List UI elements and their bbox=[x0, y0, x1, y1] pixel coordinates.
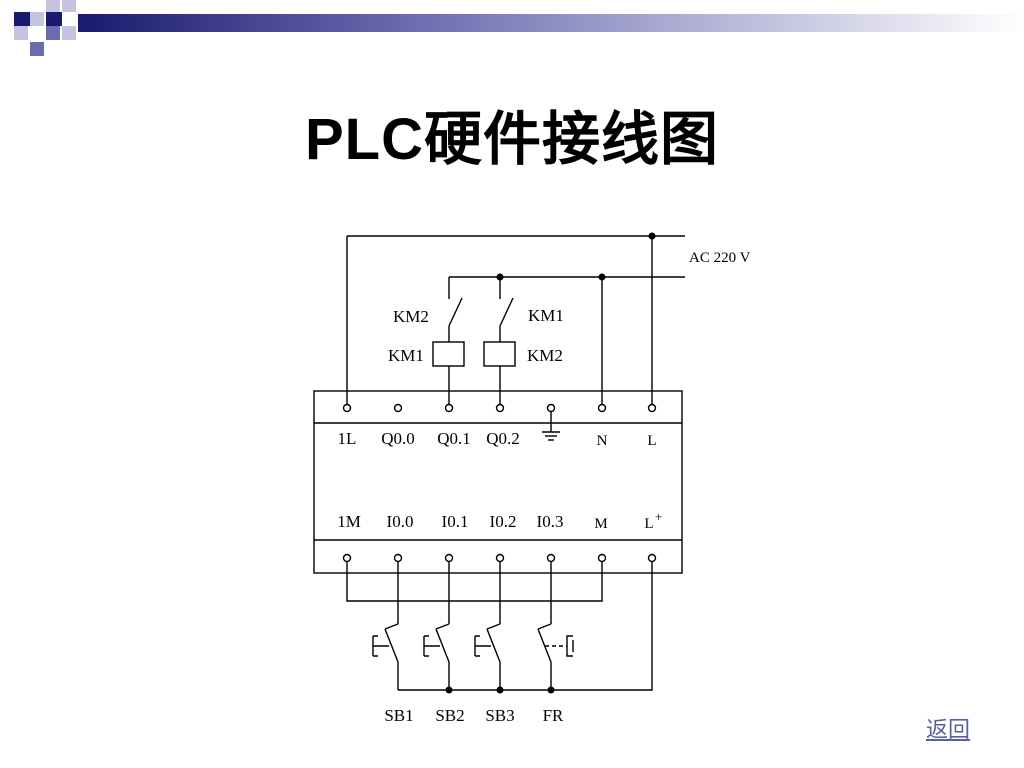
input-terminal-screw bbox=[647, 553, 657, 563]
supply-label: AC 220 V bbox=[689, 250, 751, 266]
pushbutton-sb1 bbox=[372, 623, 399, 663]
coil-km1 bbox=[432, 341, 465, 367]
back-link[interactable]: 返回 bbox=[926, 718, 971, 743]
input-terminal-label: I0.3 bbox=[537, 512, 564, 531]
input-terminal-label: I0.0 bbox=[387, 512, 414, 531]
input-terminal-screw bbox=[546, 553, 556, 563]
input-terminal-screw bbox=[393, 553, 403, 563]
junction-dot bbox=[648, 232, 656, 240]
output-terminal-label: N bbox=[597, 433, 608, 449]
output-terminal-label: L bbox=[647, 433, 656, 449]
wire-lplus bbox=[398, 558, 653, 691]
output-terminal-label: Q0.0 bbox=[381, 429, 415, 448]
coil-label-km2: KM2 bbox=[527, 346, 563, 365]
contact-label-km2: KM2 bbox=[393, 307, 429, 326]
coil-label-km1: KM1 bbox=[388, 346, 424, 365]
output-terminal-label: Q0.1 bbox=[437, 429, 471, 448]
header-decoration bbox=[14, 0, 1024, 56]
junction-dot bbox=[445, 686, 453, 694]
input-terminal-label: 1M bbox=[337, 512, 361, 531]
contact-km1 bbox=[499, 297, 514, 327]
coil-km2 bbox=[483, 341, 516, 367]
button-label: SB2 bbox=[435, 706, 464, 725]
contact-km2 bbox=[448, 297, 463, 327]
pushbutton-sb2 bbox=[423, 623, 450, 663]
junction-dot bbox=[598, 273, 606, 281]
output-terminal-screw bbox=[444, 403, 454, 413]
output-terminal-label: 1L bbox=[338, 429, 357, 448]
output-terminal-screw bbox=[647, 403, 657, 413]
input-terminal-label: I0.2 bbox=[490, 512, 517, 531]
button-label: SB1 bbox=[384, 706, 413, 725]
input-terminal-label: I0.1 bbox=[442, 512, 469, 531]
input-terminal-screw bbox=[342, 553, 352, 563]
contact-label-km1: KM1 bbox=[528, 306, 564, 325]
output-terminal-screw bbox=[393, 403, 403, 413]
pushbutton-sb3 bbox=[474, 623, 501, 663]
plc-body bbox=[313, 390, 683, 574]
input-terminal-label: M bbox=[594, 516, 607, 532]
ground-symbol-icon bbox=[542, 410, 560, 441]
button-label: SB3 bbox=[485, 706, 514, 725]
thermal-relay-fr bbox=[537, 623, 574, 663]
output-terminal-label: Q0.2 bbox=[486, 429, 520, 448]
output-terminal-screw bbox=[597, 403, 607, 413]
junction-dot bbox=[547, 686, 555, 694]
input-terminal-screw bbox=[597, 553, 607, 563]
output-terminal-screw bbox=[546, 403, 556, 413]
input-terminal-screw bbox=[495, 553, 505, 563]
junction-dot bbox=[496, 273, 504, 281]
input-terminal-label: L bbox=[644, 516, 653, 532]
slide-title: PLC硬件接线图 bbox=[304, 107, 719, 172]
input-terminal-screw bbox=[444, 553, 454, 563]
output-terminal-screw bbox=[495, 403, 505, 413]
junction-dot bbox=[496, 686, 504, 694]
button-label: FR bbox=[543, 706, 564, 725]
input-terminal-superscript: + bbox=[655, 509, 662, 524]
wire-1m-to-m bbox=[346, 558, 603, 602]
output-terminal-screw bbox=[342, 403, 352, 413]
